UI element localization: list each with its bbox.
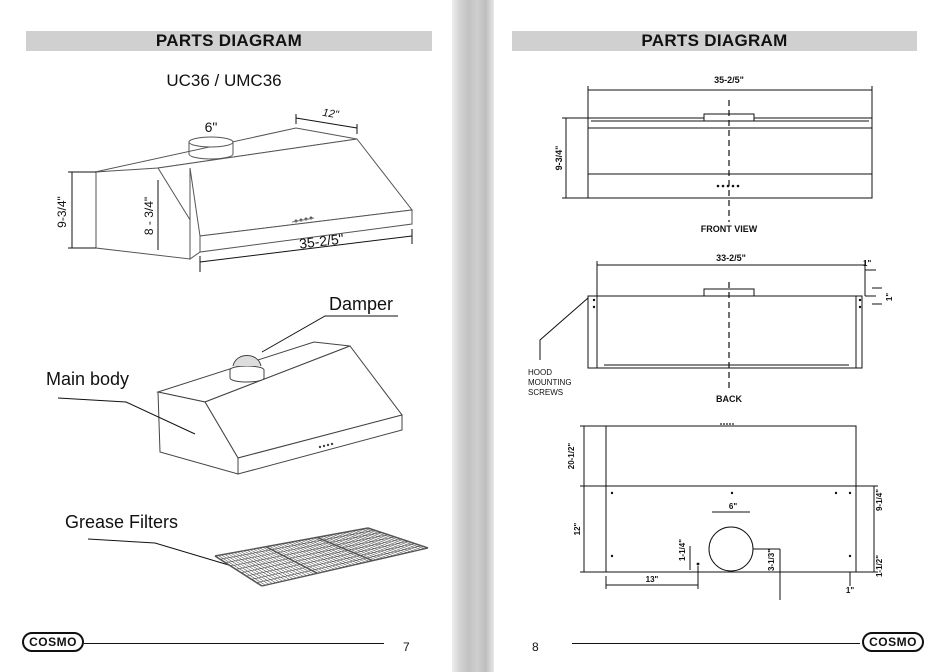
- dimensioned-hood: [95, 128, 412, 259]
- screws-label-3: SCREWS: [528, 388, 563, 397]
- right-top-offset-label: 9-1/4": [875, 489, 884, 511]
- grease-filter-mesh: [215, 528, 428, 586]
- front-view-drawing: [562, 86, 872, 222]
- back-view-drawing: [540, 261, 882, 390]
- page-number: 7: [403, 640, 410, 654]
- cosmo-logo: COSMO: [22, 632, 84, 652]
- front-height-label: 9-3/4": [554, 146, 564, 171]
- hood-illustrations: UC36 / UMC36: [0, 0, 452, 672]
- front-width-label: 35-2/5": [714, 75, 744, 85]
- footer-rule: [84, 643, 384, 644]
- right-page: PARTS DIAGRAM 35-2/5" 9-3/4" FR: [494, 0, 950, 672]
- book-gutter: [452, 0, 494, 672]
- footer-rule-right: [572, 643, 860, 644]
- main-body-drawing: [158, 342, 402, 474]
- screws-label-1: HOOD: [528, 368, 552, 377]
- dim-front-height-label: 8 - 3/4": [142, 197, 156, 235]
- back-offset-top-label: 1": [863, 259, 871, 268]
- depth-label: 20-1/2": [567, 443, 576, 470]
- lower-depth-label: 12": [573, 522, 582, 535]
- bottom-width-label: 13": [646, 575, 659, 584]
- model-title: UC36 / UMC36: [166, 71, 281, 90]
- center-offset-label: 3-1/3": [767, 549, 776, 571]
- page-number-right: 8: [532, 640, 539, 654]
- left-offset-label: 1-1/4": [678, 539, 687, 561]
- back-offset-side-label: 1": [885, 293, 894, 301]
- grease-filters-callout: Grease Filters: [65, 512, 178, 532]
- corner-offset-label: 1": [846, 586, 854, 595]
- duct-diameter-label: 6": [729, 502, 737, 511]
- orthographic-views: 35-2/5" 9-3/4" FRONT VIEW 33-2/5" 1: [494, 0, 950, 672]
- back-width-label: 33-2/5": [716, 253, 746, 263]
- dim-duct-label: 6": [205, 119, 218, 135]
- screws-label-2: MOUNTING: [528, 378, 572, 387]
- dim-top-depth-label: 12": [322, 107, 341, 122]
- left-page: PARTS DIAGRAM UC36 / UMC36: [0, 0, 452, 672]
- main-body-callout: Main body: [46, 369, 129, 389]
- damper-callout: Damper: [329, 294, 393, 314]
- top-view-drawing: [580, 423, 878, 600]
- right-bottom-offset-label: 1-1/2": [875, 555, 884, 577]
- front-view-caption: FRONT VIEW: [701, 224, 758, 234]
- back-view-caption: BACK: [716, 394, 742, 404]
- dim-height-label: 9-3/4": [55, 196, 69, 228]
- cosmo-logo-right: COSMO: [862, 632, 924, 652]
